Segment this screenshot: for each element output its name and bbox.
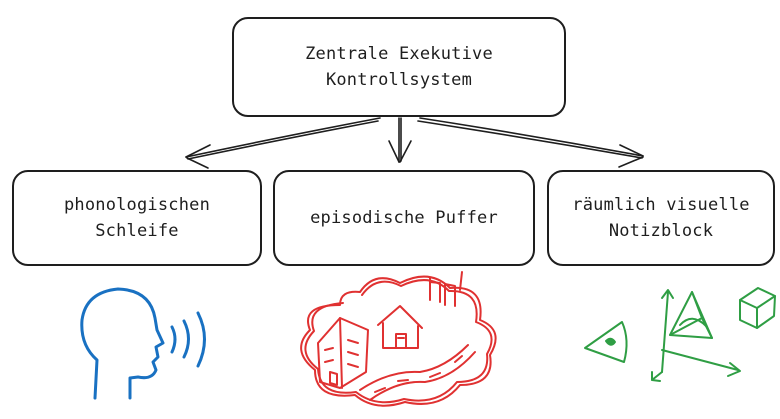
phonological-loop-line1: phonologischen [63, 195, 211, 215]
visuospatial-sketchpad-box: räumlich visuelle Notizblock [547, 170, 775, 266]
visuospatial-sketchpad-line1: räumlich visuelle [572, 195, 750, 215]
arrow-to-visuospatial-sketchpad [419, 117, 644, 157]
eye-3d-shapes-icon [584, 287, 776, 382]
arrow-to-phonological-loop [185, 117, 381, 158]
speaking-head-icon [80, 287, 206, 400]
phonological-loop-box: phonologischen Schleife [12, 170, 262, 266]
central-executive-title: Zentrale Exekutive [305, 44, 493, 64]
central-executive-subtitle: Kontrollsystem [325, 70, 473, 90]
visuospatial-sketchpad-line2: Notizblock [608, 221, 714, 241]
episodic-buffer-box: episodische Puffer [273, 170, 535, 266]
memory-cloud-house-icon [300, 271, 497, 407]
episodic-buffer-label: episodische Puffer [310, 208, 498, 228]
phonological-loop-line2: Schleife [95, 221, 179, 241]
central-executive-box: Zentrale Exekutive Kontrollsystem [232, 17, 566, 117]
